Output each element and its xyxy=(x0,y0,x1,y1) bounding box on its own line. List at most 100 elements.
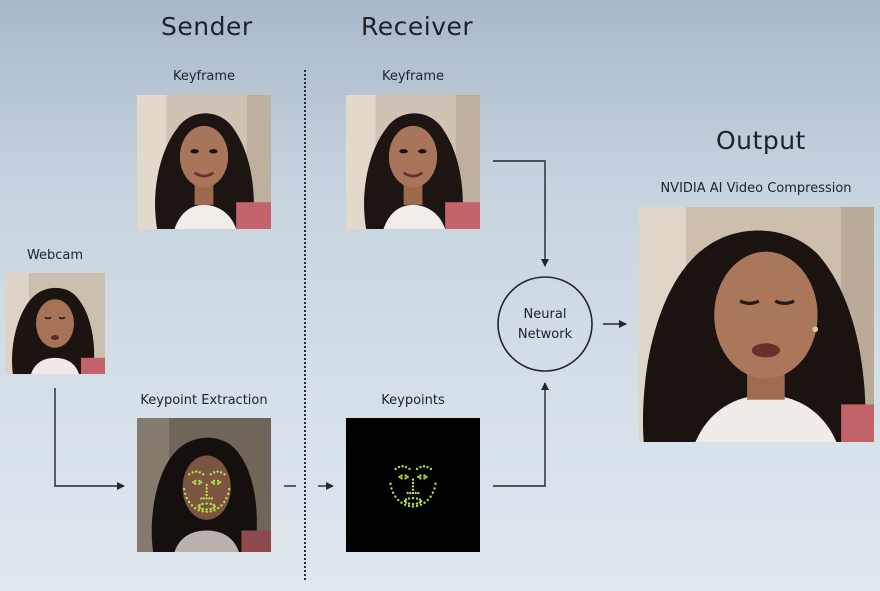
keypoint-dot xyxy=(210,497,214,500)
keypoint-dot xyxy=(216,482,220,485)
keypoint-dot xyxy=(415,497,419,500)
keypoint-dot xyxy=(418,498,422,501)
keypoint-dot xyxy=(394,467,397,471)
keypoint-dot xyxy=(198,503,201,507)
keypoint-dot xyxy=(434,482,437,486)
keypoint-dot xyxy=(418,501,422,504)
keypoint-dot xyxy=(216,479,220,483)
keypoint-dot xyxy=(201,502,204,506)
keypoint-dot xyxy=(391,491,395,494)
keypoint-dot xyxy=(429,495,432,498)
keypoint-dot xyxy=(400,474,403,477)
neural-network-line2: Network xyxy=(517,327,573,342)
keypoint-dot xyxy=(389,482,392,486)
keypoint-dot xyxy=(406,475,409,479)
keypoint-dot xyxy=(220,504,223,507)
output-image xyxy=(639,207,874,442)
keypoint-dot xyxy=(419,503,423,506)
keypoint-dot xyxy=(205,487,208,490)
output-caption: NVIDIA AI Video Compression xyxy=(660,181,852,196)
keypoint-dot xyxy=(212,482,216,485)
keypoint-dot xyxy=(197,508,201,512)
keypoint-dot xyxy=(223,500,226,504)
keypoint-dot xyxy=(212,503,215,507)
keypoint-dot xyxy=(183,492,187,495)
keypoint-dot xyxy=(423,477,426,480)
keypoint-dot xyxy=(411,491,415,495)
keypoint-dot xyxy=(414,491,417,495)
keypoint-dot xyxy=(396,498,400,502)
keypoint-extraction-label: Keypoint Extraction xyxy=(140,393,268,408)
keypoints-image xyxy=(346,418,480,552)
keypoint-dot xyxy=(417,475,420,479)
keypoint-dot xyxy=(411,505,415,508)
keypoint-dot xyxy=(205,497,208,500)
keypoint-dot xyxy=(404,498,408,501)
keypoint-dot xyxy=(401,465,404,468)
keypoint-dot xyxy=(209,473,212,476)
keypoint-dot xyxy=(411,478,415,481)
keypoint-dot xyxy=(200,481,203,484)
keypoint-dot xyxy=(404,477,407,480)
keypoint-dot xyxy=(415,504,419,508)
keypoint-dot xyxy=(419,465,422,469)
keypoint-dot xyxy=(209,507,212,511)
keypoint-dot xyxy=(404,474,407,477)
keypoint-dot xyxy=(187,500,191,504)
keypoint-dot xyxy=(216,470,219,473)
keypoint-dot xyxy=(404,465,408,469)
keypoint-dot xyxy=(419,477,422,480)
keypoint-dot xyxy=(200,497,203,500)
webcam-image xyxy=(5,273,105,374)
keypoint-dot xyxy=(403,503,407,506)
keypoint-dot xyxy=(411,481,415,485)
keyframe-to-network-arrow xyxy=(493,160,549,267)
keypoint-dot xyxy=(205,508,208,511)
keypoint-dot xyxy=(411,502,415,506)
keypoint-dot xyxy=(208,497,211,500)
keypoint-dot xyxy=(185,496,189,500)
keypoint-dot xyxy=(408,467,411,471)
keypoint-dot xyxy=(198,471,201,474)
sender-heading: Sender xyxy=(161,12,253,41)
keypoint-dot xyxy=(433,487,436,490)
keypoint-dot xyxy=(425,475,428,479)
keypoint-dot xyxy=(198,479,201,483)
keypoint-dot xyxy=(415,502,419,505)
keypoint-dot xyxy=(201,507,204,511)
keypoint-dot xyxy=(212,479,216,483)
keypoint-dot xyxy=(205,483,208,487)
keypoint-dot xyxy=(195,470,198,473)
keypoint-dot xyxy=(400,501,403,504)
keypoint-dot xyxy=(209,502,212,506)
keypoint-dot xyxy=(390,487,393,490)
webcam-to-extraction-arrow xyxy=(54,388,125,490)
keypoint-dot xyxy=(191,471,194,474)
keypoint-dot xyxy=(190,504,194,507)
keypoint-extraction-image xyxy=(137,418,271,552)
keypoint-dot xyxy=(218,481,222,484)
keypoint-dot xyxy=(423,474,426,477)
keypoint-dot xyxy=(201,473,205,476)
keypoint-dot xyxy=(411,496,415,500)
keypoint-dot xyxy=(397,465,401,469)
sender-keyframe-label: Keyframe xyxy=(172,69,236,84)
receiver-keyframe-label: Keyframe xyxy=(381,69,445,84)
keypoint-dot xyxy=(407,497,411,500)
keypoint-dot xyxy=(419,474,422,477)
neural-network-label: Neural Network xyxy=(497,305,593,345)
keypoint-dot xyxy=(194,482,197,485)
keypoint-dot xyxy=(205,490,208,493)
keypoint-dot xyxy=(188,473,191,476)
keypoint-dot xyxy=(193,506,197,510)
keypoint-dot xyxy=(411,485,415,488)
keypoint-dot xyxy=(223,473,226,476)
keypoint-dot xyxy=(182,487,186,491)
keypoint-dot xyxy=(429,467,433,471)
keypoint-dot xyxy=(212,506,215,510)
keypoint-dot xyxy=(219,471,223,474)
keypoint-dot xyxy=(198,482,201,485)
keypoint-dot xyxy=(400,477,403,480)
keypoint-dot xyxy=(227,487,231,491)
